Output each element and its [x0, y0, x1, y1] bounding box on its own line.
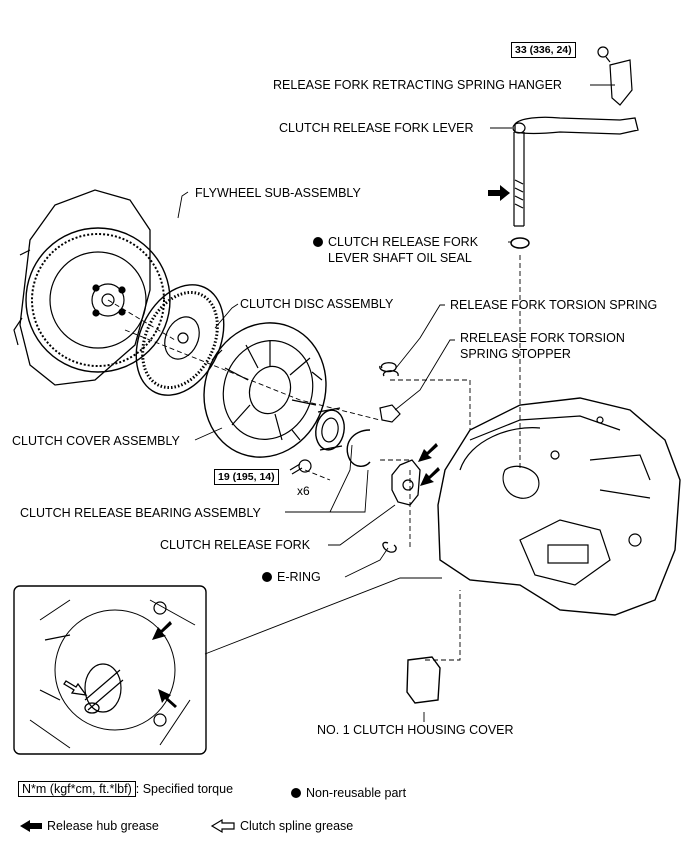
- housing-cover-drawing: [406, 656, 441, 704]
- label-torsion-spring: RELEASE FORK TORSION SPRING: [450, 298, 658, 312]
- spring-stopper-line2: SPRING STOPPER: [460, 347, 571, 361]
- torsion-spring-drawing: [379, 362, 399, 377]
- spring-hanger-drawing: [597, 46, 633, 106]
- oil-seal-line2: LEVER SHAFT OIL SEAL: [328, 251, 472, 265]
- bearing-clip-drawing: [346, 429, 371, 467]
- flywheel-drawing: [13, 189, 171, 386]
- legend-spline-arrow: [210, 818, 235, 834]
- transaxle-housing-drawing: [437, 397, 681, 616]
- legend-torque: N*m (kgf*cm, ft.*lbf): Specified torque: [18, 781, 234, 797]
- legend-torque-unit: N*m (kgf*cm, ft.*lbf): [18, 781, 136, 797]
- clutch-disc-drawing: [135, 284, 225, 396]
- spring-stopper-line1: RRELEASE FORK TORSION: [460, 331, 625, 345]
- clutch-cover-drawing: [203, 322, 327, 458]
- label-flywheel: FLYWHEEL SUB-ASSEMBLY: [195, 186, 361, 200]
- cover-bolt-torque: 19 (195, 14): [214, 469, 279, 485]
- cover-bolt-drawing: [289, 459, 312, 475]
- inset-spline-arrow: [63, 680, 88, 696]
- non-reusable-dot: [262, 572, 272, 582]
- non-reusable-dot: [291, 788, 301, 798]
- leader-lines: [177, 84, 615, 722]
- oil-seal-line1: CLUTCH RELEASE FORK: [328, 235, 479, 249]
- legend-non-reusable: Non-reusable part: [291, 786, 406, 801]
- label-spring-hanger: RELEASE FORK RETRACTING SPRING HANGER: [273, 78, 562, 92]
- label-spring-stopper: RRELEASE FORK TORSION SPRING STOPPER: [460, 330, 625, 362]
- e-ring-text: E-RING: [277, 570, 321, 584]
- label-clutch-disc: CLUTCH DISC ASSEMBLY: [240, 297, 394, 311]
- alignment-lines: [107, 255, 521, 661]
- legend-torque-desc: : Specified torque: [135, 782, 234, 796]
- oil-seal-drawing: [510, 237, 530, 249]
- cover-bolt-quantity: x6: [297, 484, 310, 498]
- label-fork-lever: CLUTCH RELEASE FORK LEVER: [279, 121, 474, 135]
- label-clutch-cover: CLUTCH COVER ASSEMBLY: [12, 434, 180, 448]
- fork-lever-drawing: [512, 116, 639, 227]
- label-release-fork: CLUTCH RELEASE FORK: [160, 538, 311, 552]
- legend-release-hub-grease: Release hub grease: [47, 819, 159, 833]
- legend-clutch-spline-grease: Clutch spline grease: [240, 819, 354, 833]
- label-release-bearing: CLUTCH RELEASE BEARING ASSEMBLY: [20, 506, 261, 520]
- e-ring-drawing: [382, 541, 397, 553]
- detail-inset: [13, 585, 207, 755]
- legend-non-reusable-text: Non-reusable part: [306, 786, 407, 800]
- release-bearing-drawing: [315, 407, 345, 451]
- hanger-bolt-torque: 33 (336, 24): [511, 42, 576, 58]
- release-fork-drawing: [391, 459, 421, 506]
- non-reusable-dot: [313, 237, 323, 247]
- spring-stopper-drawing: [379, 404, 401, 423]
- legend-release-hub-arrow: [20, 820, 42, 832]
- label-e-ring: E-RING: [262, 570, 321, 584]
- label-housing-cover: NO. 1 CLUTCH HOUSING COVER: [317, 723, 514, 737]
- label-oil-seal: CLUTCH RELEASE FORK LEVER SHAFT OIL SEAL: [313, 234, 478, 266]
